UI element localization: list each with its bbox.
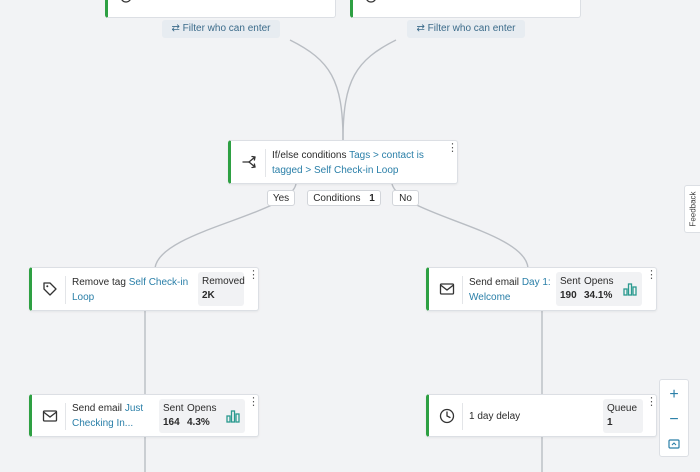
more-options-icon[interactable]: ⋮	[248, 396, 259, 408]
email-stats: Sent 164 Opens 4.3%	[159, 399, 245, 433]
queue-stat: Queue 1	[603, 399, 643, 433]
fit-screen-icon	[668, 439, 680, 449]
branch-yes-label[interactable]: Yes	[267, 190, 295, 206]
email-stats: Sent 190 Opens 34.1%	[556, 272, 642, 306]
conditions-count: 1	[369, 193, 375, 204]
more-options-icon[interactable]: ⋮	[248, 269, 259, 281]
send-email-day1-card[interactable]: Send email Day 1: Welcome Sent 190 Opens…	[426, 267, 657, 311]
remove-tag-description: Remove tag Self Check-in Loop	[72, 277, 189, 303]
branch-no-label[interactable]: No	[392, 190, 419, 206]
envelope-icon	[439, 283, 455, 295]
ifelse-description: If/else conditions Tags > contact is tag…	[272, 150, 424, 176]
zoom-controls: + −	[659, 379, 689, 457]
fit-view-button[interactable]	[660, 432, 688, 456]
divider	[462, 403, 463, 430]
more-options-icon[interactable]: ⋮	[646, 396, 657, 408]
delay-card[interactable]: 1 day delay Queue 1 ⋮	[426, 394, 657, 437]
send-email-checking-in-card[interactable]: Send email Just Checking In... Sent 164 …	[29, 394, 259, 437]
send-email-description: Send email Day 1: Welcome	[469, 277, 551, 303]
more-options-icon[interactable]: ⋮	[646, 269, 657, 281]
clock-icon	[121, 0, 131, 3]
divider	[65, 276, 66, 304]
bar-chart-icon[interactable]	[623, 282, 637, 296]
filter-icon: ⇄	[416, 23, 425, 34]
removed-stat: Removed 2K	[198, 272, 245, 306]
zoom-in-button[interactable]: +	[669, 386, 679, 403]
tag-icon	[43, 282, 57, 296]
remove-tag-card[interactable]: Remove tag Self Check-in Loop Removed 2K…	[29, 267, 259, 311]
clock-icon	[366, 0, 376, 3]
send-email-description: Send email Just Checking In...	[72, 403, 144, 429]
email-link[interactable]: Just Checking In...	[72, 403, 144, 429]
tag-link[interactable]: Self Check-in Loop	[72, 277, 189, 303]
more-options-icon[interactable]: ⋮	[447, 142, 458, 154]
email-link[interactable]: Day 1: Welcome	[469, 277, 551, 303]
filter-who-can-enter-right[interactable]: ⇄ Filter who can enter	[407, 20, 525, 38]
conditions-badge[interactable]: Conditions 1	[307, 190, 381, 206]
condition-link[interactable]: Tags > contact is tagged > Self Check-in…	[272, 150, 424, 176]
bar-chart-icon[interactable]	[226, 409, 240, 423]
entry-trigger-card-left[interactable]	[105, 0, 336, 18]
entry-trigger-card-right[interactable]	[350, 0, 581, 18]
ifelse-conditions-card[interactable]: If/else conditions Tags > contact is tag…	[228, 140, 458, 184]
delay-label: 1 day delay	[469, 411, 521, 422]
divider	[65, 403, 66, 430]
divider	[462, 276, 463, 304]
clock-icon	[439, 408, 455, 423]
filter-who-can-enter-left[interactable]: ⇄ Filter who can enter	[162, 20, 280, 38]
zoom-out-button[interactable]: −	[669, 411, 679, 428]
divider	[265, 149, 266, 177]
envelope-icon	[42, 409, 58, 422]
filter-icon: ⇄	[171, 23, 180, 34]
feedback-tab[interactable]: Feedback	[684, 185, 700, 233]
split-branch-icon	[242, 155, 256, 169]
